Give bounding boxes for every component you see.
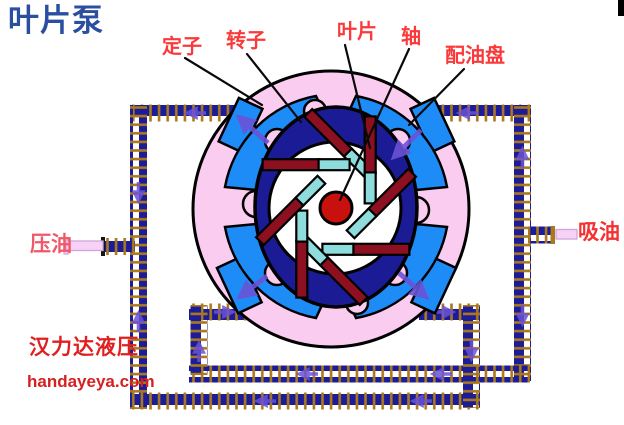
leader-stator <box>183 56 264 107</box>
vane <box>261 158 351 172</box>
pipe-discharge-stub <box>101 238 135 255</box>
callout-stator: 定子 <box>162 36 202 58</box>
vanes <box>254 107 418 307</box>
callout-vane: 叶片 <box>337 21 377 43</box>
vane <box>345 167 418 240</box>
callout-shaft: 轴 <box>401 26 421 48</box>
corner-artifact <box>618 0 624 16</box>
leader-shaft <box>338 47 411 202</box>
pipe-middle-bottom <box>189 365 530 383</box>
pipe-left-vertical <box>130 105 147 409</box>
pipe-inner-left-vertical <box>190 305 208 375</box>
pipe-network <box>101 104 554 410</box>
watermark-website: handayeya.com <box>27 372 155 391</box>
pipe-right-vertical <box>514 105 531 381</box>
shaft-hub <box>318 190 354 226</box>
discharge-nozzle <box>63 236 105 256</box>
diagram-title: 叶片泵 <box>8 3 104 38</box>
label-discharge: 压油 <box>30 233 72 256</box>
leader-vane <box>343 43 372 150</box>
port-flow-arrows <box>235 114 430 300</box>
callout-rotor: 转子 <box>226 30 266 52</box>
leader-lines <box>183 43 466 202</box>
vane <box>254 174 327 247</box>
pipe-suction-stub <box>528 226 554 244</box>
pipe-outer-bottom <box>130 392 479 410</box>
leader-port-plate <box>407 67 466 127</box>
vane <box>295 209 309 299</box>
watermark-company: 汉力达液压 <box>29 336 139 359</box>
suction-nozzle <box>550 226 578 244</box>
leader-rotor <box>245 52 303 124</box>
label-suction: 吸油 <box>578 221 620 244</box>
callout-port-plate: 配油盘 <box>445 45 505 67</box>
vane <box>363 115 377 205</box>
vane <box>321 242 411 256</box>
pipe-flow-arrows <box>131 106 530 408</box>
